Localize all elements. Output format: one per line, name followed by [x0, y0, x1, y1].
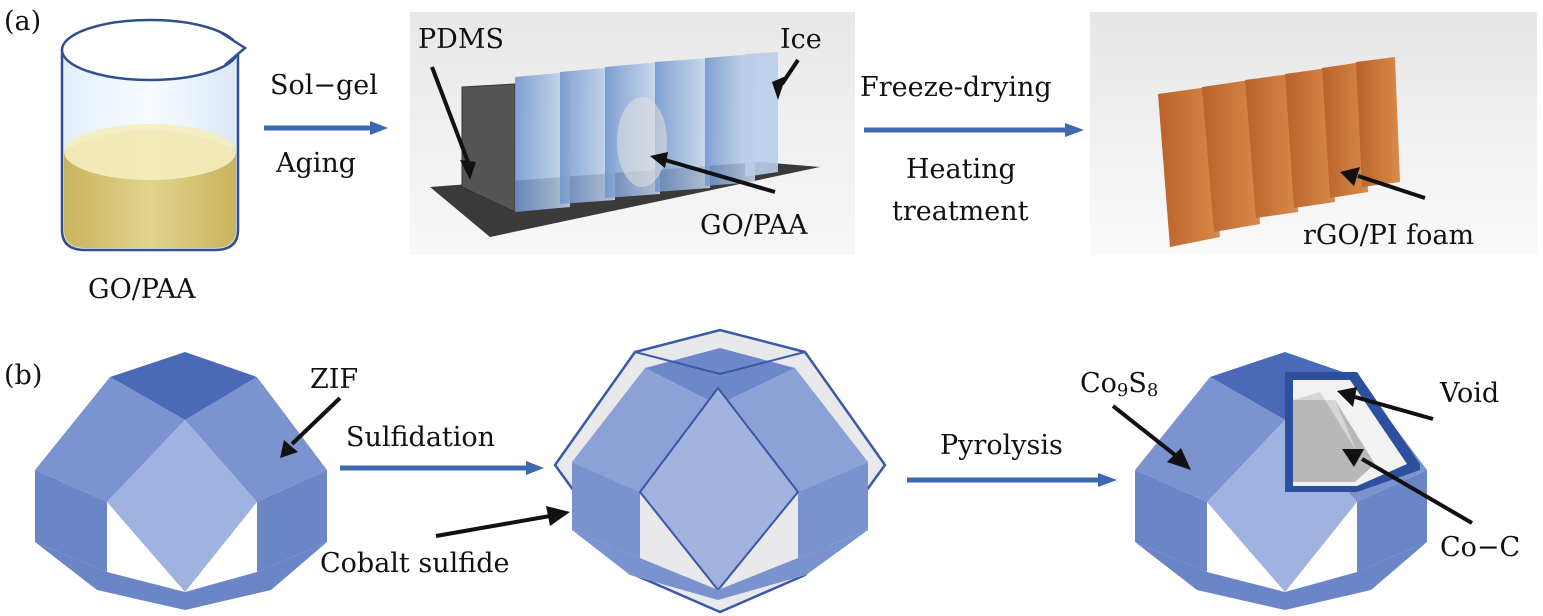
mold-gopaa-label: GO/PAA: [700, 210, 808, 241]
step2-bottom-label-2: treatment: [892, 196, 1029, 227]
foam-label: rGO/PI foam: [1303, 220, 1475, 251]
co9s8-label: Co9S8: [1080, 368, 1158, 400]
core-shell-crystal: [553, 328, 887, 614]
panel-a-label: (a): [4, 6, 42, 37]
arrow-freeze-drying: [864, 123, 1084, 137]
arrow-sol-gel: [264, 121, 388, 135]
step2-bottom-label-1: Heating: [906, 154, 1016, 185]
yolk-shell-crystal: [1135, 352, 1427, 610]
mold-pdms-label: PDMS: [418, 24, 504, 55]
panel-b-label: (b): [4, 360, 43, 391]
zif-label: ZIF: [310, 364, 359, 395]
beaker: [60, 18, 248, 252]
co9s8-main: Co: [1080, 368, 1117, 399]
cobalt-sulfide-label: Cobalt sulfide: [320, 548, 510, 579]
zif-crystal: [35, 352, 327, 610]
cobalt-sulfide-pointer: [435, 506, 570, 538]
mold-image: [410, 12, 855, 255]
step2-top-label: Freeze-drying: [860, 72, 1052, 103]
sulfidation-label: Sulfidation: [346, 422, 496, 453]
beaker-label: GO/PAA: [88, 274, 196, 305]
void-pointer: [1337, 387, 1434, 421]
mold-ice-label: Ice: [780, 24, 822, 55]
step1-bottom-label: Aging: [276, 148, 357, 179]
foam-image: [1090, 12, 1537, 255]
mold-pointer-arrows: [430, 58, 800, 194]
co9s8-sub1: 9: [1116, 380, 1129, 401]
co-c-pointer: [1342, 449, 1474, 525]
arrow-pyrolysis: [907, 473, 1117, 487]
zif-pointer: [280, 396, 342, 458]
co-c-label: Co−C: [1440, 532, 1521, 563]
co9s8-sub2: 8: [1146, 380, 1159, 401]
step1-top-label: Sol−gel: [270, 70, 378, 101]
pyrolysis-label: Pyrolysis: [940, 430, 1063, 461]
co9s8-mid: S: [1128, 368, 1147, 399]
arrow-sulfidation: [340, 461, 544, 475]
co9s8-pointer: [1111, 404, 1191, 470]
void-label: Void: [1440, 378, 1500, 409]
